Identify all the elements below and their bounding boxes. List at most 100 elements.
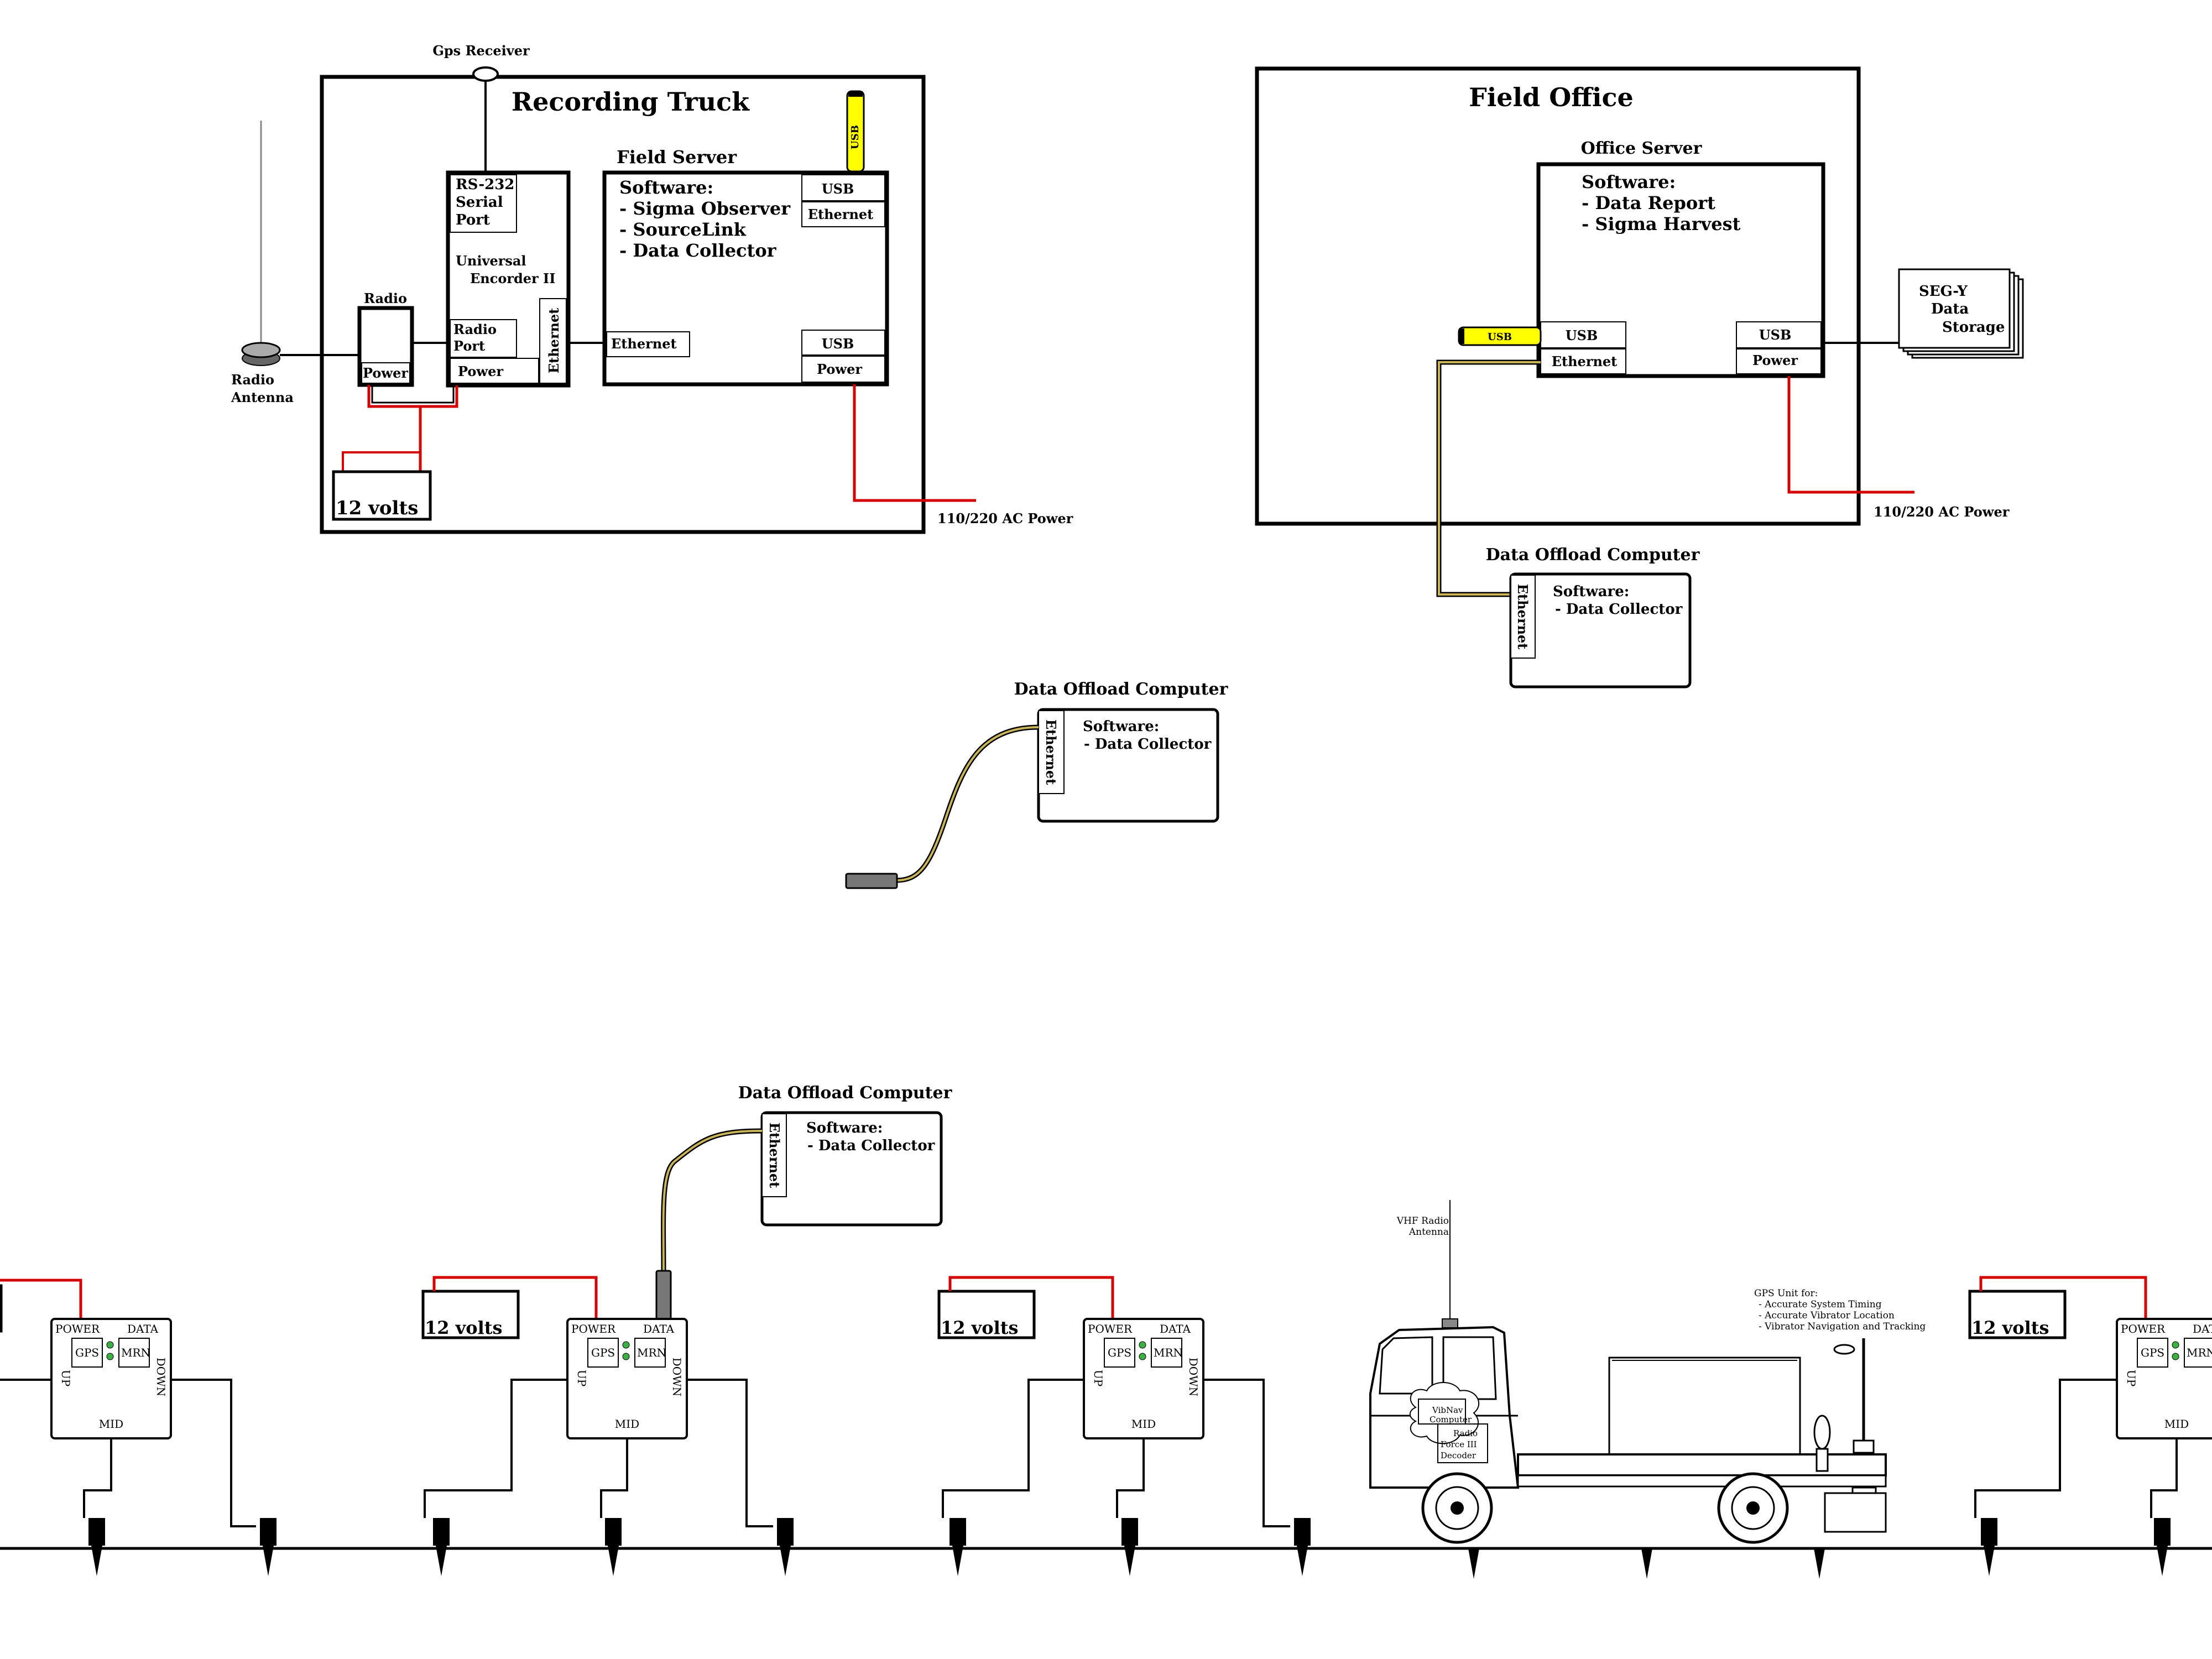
led-icon (1139, 1353, 1146, 1360)
offload-computer-field: Data Offload Computer Ethernet Software:… (655, 1083, 953, 1322)
led-icon (106, 1341, 114, 1349)
svg-text:Radio: Radio (1453, 1428, 1478, 1438)
svg-text:Ethernet: Ethernet (1552, 353, 1618, 369)
svg-text:USB: USB (822, 181, 854, 197)
svg-text:Port: Port (453, 338, 485, 354)
svg-text:Power: Power (1752, 352, 1798, 368)
led-icon (2172, 1353, 2179, 1360)
spread-wiring (0, 1379, 2178, 1527)
svg-text:USB: USB (1488, 331, 1512, 343)
led-icon (622, 1353, 630, 1360)
geophone-icon (605, 1518, 622, 1576)
recording-truck-title: Recording Truck (512, 87, 750, 117)
svg-text:MID: MID (615, 1417, 639, 1431)
ethernet-plug-icon (655, 1270, 672, 1322)
gps-receiver-label: Gps Receiver (432, 43, 530, 59)
svg-text:Ethernet: Ethernet (1043, 719, 1059, 785)
svg-text:Ethernet: Ethernet (546, 308, 562, 374)
svg-text:GPS Unit for:: GPS Unit for: (1754, 1288, 1818, 1299)
geophone-icon (1468, 1548, 1479, 1579)
geophone-icon (950, 1518, 966, 1576)
radio-antenna-icon (241, 121, 281, 366)
svg-text:Power: Power (817, 361, 862, 377)
battery-2: 12 volts (937, 1276, 1114, 1339)
svg-text:GPS: GPS (1108, 1346, 1131, 1359)
svg-text:Ethernet: Ethernet (611, 336, 677, 352)
svg-text:- Vibrator Navigation and Trac: - Vibrator Navigation and Tracking (1759, 1321, 1926, 1332)
geophone-icon (777, 1518, 794, 1576)
svg-text:- SourceLink: - SourceLink (619, 219, 747, 240)
geophone-icon (1294, 1518, 1311, 1576)
svg-text:UP: UP (1092, 1370, 1105, 1386)
svg-text:12 volts: 12 volts (425, 1317, 503, 1338)
field-office: Field Office Office Server Software: - D… (1255, 66, 2024, 597)
svg-text:DOWN: DOWN (670, 1358, 684, 1397)
svg-text:Decoder: Decoder (1441, 1451, 1477, 1460)
svg-text:Data Offload Computer: Data Offload Computer (738, 1083, 953, 1103)
svg-text:DOWN: DOWN (1187, 1358, 1200, 1397)
svg-text:12 volts: 12 volts (336, 497, 418, 519)
svg-text:POWER: POWER (55, 1322, 100, 1335)
ethernet-plug-icon (845, 873, 898, 889)
svg-text:POWER: POWER (2121, 1322, 2166, 1335)
universal-encoder: RS-232 Serial Port Universal Encorder II… (446, 170, 571, 388)
svg-text:- Accurate System Timing: - Accurate System Timing (1759, 1299, 1882, 1310)
mrn-unit-4: POWER DATA GPS MRN UP MID (2116, 1318, 2212, 1439)
truck-ac-power-label: 110/220 AC Power (937, 510, 1073, 526)
svg-text:Serial: Serial (456, 194, 503, 211)
svg-text:- Sigma Harvest: - Sigma Harvest (1582, 213, 1741, 234)
svg-text:DATA: DATA (643, 1322, 675, 1335)
svg-text:Port: Port (456, 212, 490, 228)
svg-text:MRN: MRN (1154, 1346, 1183, 1359)
field-server-title: Field Server (617, 147, 737, 168)
svg-text:- Data Collector: - Data Collector (1555, 601, 1683, 618)
segy-storage-icon: SEG-Y Data Storage (1898, 268, 2024, 359)
svg-text:DOWN: DOWN (154, 1358, 168, 1397)
svg-text:DATA: DATA (2193, 1322, 2212, 1335)
svg-text:MRN: MRN (2187, 1346, 2212, 1359)
battery-partial (0, 1284, 3, 1333)
svg-text:USB: USB (1566, 327, 1598, 343)
geophone-icon (1641, 1548, 1652, 1579)
svg-text:12 volts: 12 volts (941, 1317, 1019, 1338)
svg-text:Data: Data (1931, 301, 1969, 317)
svg-text:Data Offload Computer: Data Offload Computer (1014, 680, 1229, 699)
mrn-unit-1: POWER DATA GPS MRN UP DOWN MID (50, 1318, 172, 1439)
svg-text:MID: MID (99, 1417, 123, 1431)
geophone-icon (260, 1518, 276, 1576)
svg-text:SEG-Y: SEG-Y (1919, 283, 1968, 300)
led-icon (622, 1341, 630, 1349)
svg-text:- Data Collector: - Data Collector (619, 240, 777, 261)
svg-text:Data Offload Computer: Data Offload Computer (1486, 545, 1700, 565)
usb-stick-office: USB (1458, 326, 1542, 346)
geophone-icon (433, 1518, 450, 1576)
svg-text:Storage: Storage (1942, 319, 2005, 336)
svg-text:12 volts: 12 volts (1971, 1317, 2049, 1338)
svg-text:- Sigma Observer: - Sigma Observer (619, 198, 791, 219)
svg-text:UP: UP (2125, 1370, 2138, 1386)
svg-text:Ethernet: Ethernet (766, 1123, 782, 1188)
svg-text:Software:: Software: (1553, 583, 1629, 600)
geophone-icon (1814, 1548, 1825, 1579)
vibrator-truck-icon: VHF Radio Antenna GPS Unit for: - Accura… (1369, 1200, 1926, 1544)
svg-text:RS-232: RS-232 (456, 176, 514, 193)
svg-text:USB: USB (1759, 327, 1792, 343)
svg-text:GPS: GPS (75, 1346, 99, 1359)
battery-1: 12 volts (421, 1276, 598, 1339)
svg-text:USB: USB (849, 125, 861, 149)
field-spread: 12 volts 12 volts 12 volts POWER DATA GP… (0, 1200, 2212, 1579)
svg-text:- Data Collector: - Data Collector (1084, 736, 1212, 753)
usb-stick-truck: USB (846, 90, 865, 173)
svg-text:VibNav: VibNav (1432, 1405, 1463, 1415)
svg-text:MID: MID (2164, 1417, 2189, 1431)
svg-text:- Data Report: - Data Report (1582, 192, 1715, 213)
svg-text:Software:: Software: (806, 1120, 883, 1136)
svg-text:DATA: DATA (1160, 1322, 1191, 1335)
svg-text:MID: MID (1131, 1417, 1156, 1431)
svg-text:Power: Power (363, 365, 408, 381)
svg-text:USB: USB (822, 336, 854, 352)
svg-text:- Accurate Vibrator Location: - Accurate Vibrator Location (1759, 1310, 1895, 1321)
mrn-unit-3: POWER DATA GPS MRN UP DOWN MID (1083, 1318, 1204, 1439)
field-server: Field Server Software: - Sigma Observer … (602, 147, 889, 387)
